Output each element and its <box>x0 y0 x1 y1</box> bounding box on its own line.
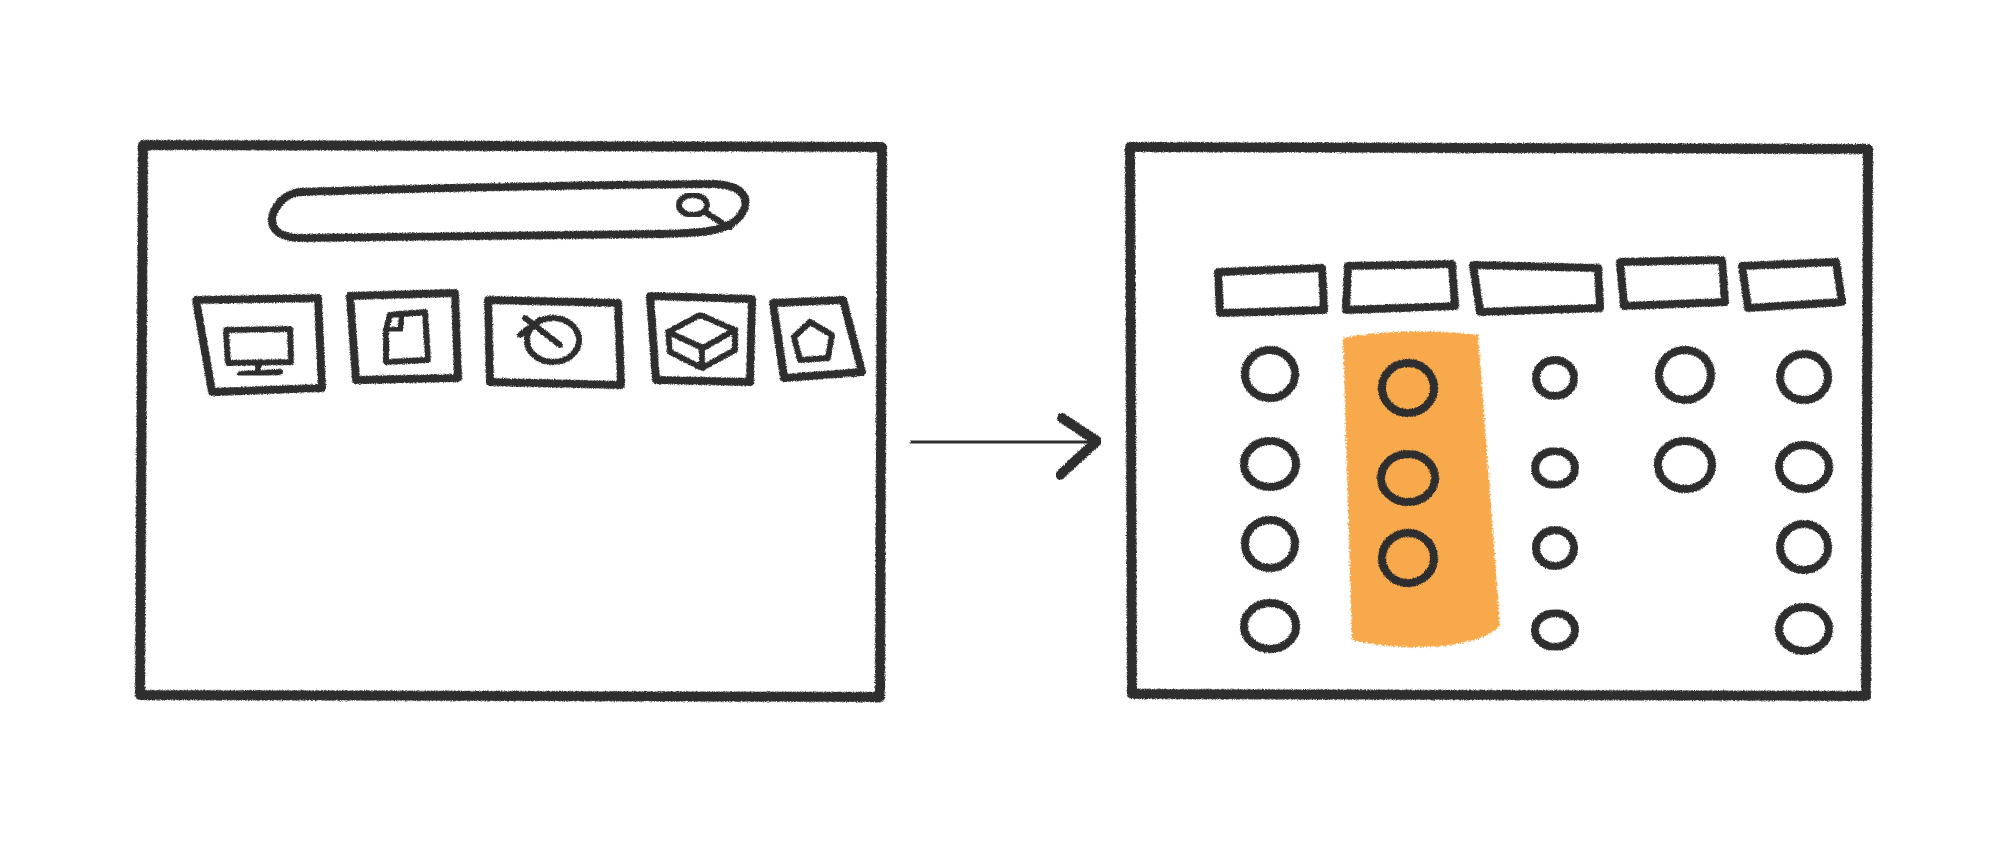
category-tile[interactable] <box>484 296 625 389</box>
category-tile[interactable] <box>346 289 462 384</box>
column-header[interactable] <box>1214 264 1328 317</box>
column-item[interactable] <box>1654 437 1716 493</box>
box-icon <box>665 312 738 371</box>
column-items <box>1240 346 1833 655</box>
column-item[interactable] <box>1240 599 1300 653</box>
category-tiles <box>192 289 866 396</box>
column-item[interactable] <box>1775 603 1833 655</box>
document-icon <box>383 309 431 365</box>
column-item[interactable] <box>1241 346 1299 402</box>
search-bar[interactable] <box>268 180 750 242</box>
pentagon-icon <box>791 319 835 363</box>
column-item[interactable] <box>1531 447 1579 489</box>
column-item[interactable] <box>1776 520 1832 574</box>
left-panel <box>135 140 887 702</box>
category-tile[interactable] <box>769 296 866 382</box>
column-header[interactable] <box>1738 258 1846 312</box>
column-header[interactable] <box>1469 261 1604 316</box>
arrow-right-icon <box>910 413 1102 480</box>
column-item[interactable] <box>1377 450 1439 506</box>
column-item[interactable] <box>1531 609 1579 651</box>
column-item[interactable] <box>1378 359 1438 417</box>
column-item[interactable] <box>1775 441 1833 493</box>
category-tile[interactable] <box>646 292 756 386</box>
magnifier-icon[interactable] <box>676 192 733 231</box>
column-header[interactable] <box>1616 256 1729 310</box>
column-headers <box>1214 256 1846 317</box>
column-item[interactable] <box>1776 350 1832 404</box>
search-bar-outline <box>268 180 750 242</box>
right-panel <box>1125 142 1873 701</box>
column-item[interactable] <box>1378 529 1438 587</box>
column-item[interactable] <box>1241 516 1299 572</box>
right-panel-frame <box>1125 142 1873 701</box>
column-header[interactable] <box>1342 260 1459 314</box>
highlighted-column-band <box>1343 331 1500 648</box>
column-item[interactable] <box>1655 346 1715 404</box>
left-panel-frame <box>135 140 887 702</box>
column-item[interactable] <box>1240 437 1300 491</box>
column-item[interactable] <box>1532 526 1578 570</box>
column-item[interactable] <box>1532 356 1578 400</box>
monitor-icon <box>223 326 294 377</box>
paint-icon <box>517 315 582 365</box>
category-tile[interactable] <box>192 294 326 396</box>
